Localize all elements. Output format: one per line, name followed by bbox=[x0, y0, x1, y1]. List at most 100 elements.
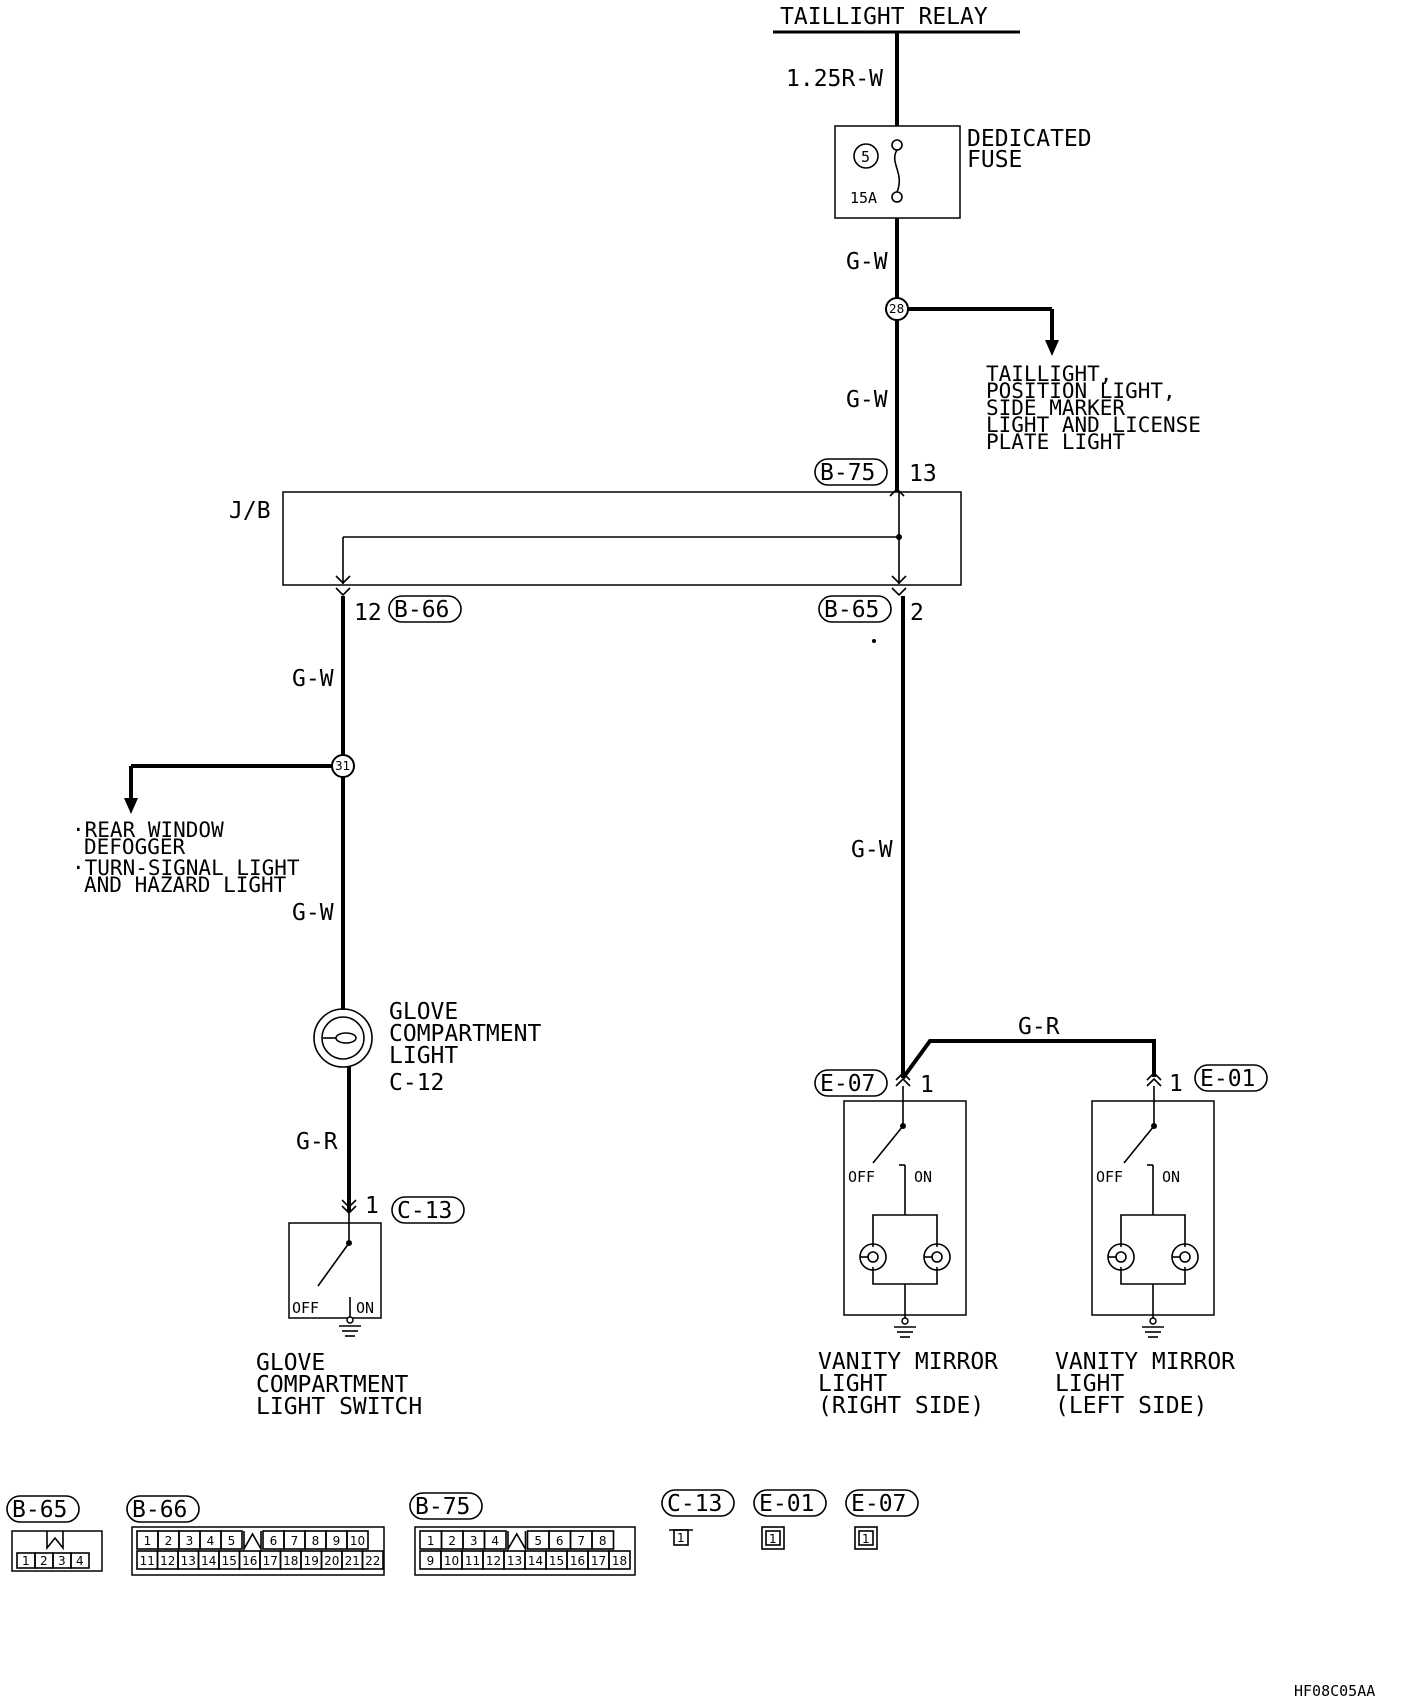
connector-tag-b65-label: B-65 bbox=[824, 597, 879, 623]
fuse-terminal-top bbox=[891, 139, 903, 151]
glove-switch-on: ON bbox=[356, 1299, 374, 1317]
pin-e07-chevron-2 bbox=[895, 1077, 911, 1087]
pin-e01-chevron-2 bbox=[1146, 1077, 1162, 1087]
jb-label: J/B bbox=[229, 498, 271, 524]
legend-c13-pin: 1 bbox=[677, 1531, 685, 1545]
mirror-right-line3: (RIGHT SIDE) bbox=[818, 1393, 984, 1419]
legend-b65-housing bbox=[11, 1530, 103, 1572]
legend-tag-b65 bbox=[6, 1495, 80, 1523]
legend-pin-number: 20 bbox=[324, 1554, 339, 1568]
wire-label-g-r-2: G-R bbox=[1018, 1014, 1060, 1040]
wire-label-g-w-3: G-W bbox=[292, 666, 334, 692]
pin-13-chevron bbox=[889, 487, 905, 497]
left-mirror-off: OFF bbox=[1096, 1168, 1123, 1186]
legend-b65-pin: 4 bbox=[76, 1554, 84, 1568]
legend-tag-c13 bbox=[661, 1489, 735, 1517]
legend-pin-number: 5 bbox=[534, 1534, 542, 1548]
legend-b65-pin: 3 bbox=[58, 1554, 66, 1568]
taillight-branch-line2: POSITION LIGHT, bbox=[986, 379, 1176, 403]
glove-switch-line3: LIGHT SWITCH bbox=[256, 1394, 422, 1420]
taillight-branch-line5: PLATE LIGHT bbox=[986, 430, 1125, 454]
junction-31 bbox=[331, 754, 355, 778]
connector-tag-b65 bbox=[818, 595, 892, 623]
fuse-label-line2: FUSE bbox=[967, 147, 1022, 173]
legend-pin-number: 16 bbox=[570, 1554, 585, 1568]
pin-2-chevron bbox=[891, 587, 907, 597]
glove-light-line3: LIGHT bbox=[389, 1043, 458, 1069]
glove-light-bulb bbox=[313, 1008, 373, 1068]
legend-pin-number: 11 bbox=[465, 1554, 480, 1568]
mirror-left-line1: VANITY MIRROR bbox=[1055, 1349, 1235, 1375]
legend-pin-number: 22 bbox=[365, 1554, 380, 1568]
legend-b66-housing bbox=[131, 1526, 385, 1576]
taillight-branch-line3: SIDE MARKER bbox=[986, 396, 1125, 420]
legend-b65-pin: 2 bbox=[40, 1554, 48, 1568]
glove-light-line1: GLOVE bbox=[389, 999, 458, 1025]
connector-tag-c13-label: C-13 bbox=[397, 1198, 452, 1224]
legend-pin-number: 13 bbox=[181, 1554, 196, 1568]
taillight-relay-label: TAILLIGHT RELAY bbox=[780, 4, 988, 30]
glove-switch-line2: COMPARTMENT bbox=[256, 1372, 408, 1398]
legend-tag-b75 bbox=[409, 1492, 483, 1520]
connector-tag-e07 bbox=[814, 1069, 888, 1097]
legend-pin-number: 11 bbox=[140, 1554, 155, 1568]
legend-connector-key bbox=[243, 1531, 262, 1553]
pin-12-chevron-top bbox=[335, 575, 351, 585]
arrow-left-branch bbox=[124, 798, 138, 814]
legend-tag-e01 bbox=[753, 1489, 827, 1517]
glove-switch-box bbox=[288, 1222, 382, 1319]
pin-2-label: 2 bbox=[910, 600, 924, 626]
pin-13-label: 13 bbox=[909, 461, 937, 487]
right-mirror-on: ON bbox=[914, 1168, 932, 1186]
legend-e07-connector-icon: 1 bbox=[854, 1526, 878, 1550]
legend-pin-number: 17 bbox=[263, 1554, 278, 1568]
legend-pin-number: 18 bbox=[283, 1554, 298, 1568]
glove-switch-blade bbox=[317, 1242, 350, 1287]
pin-c13-chevron-1 bbox=[341, 1199, 357, 1209]
left-branch-line1: ·REAR WINDOW bbox=[72, 818, 224, 842]
connector-tag-b66-label: B-66 bbox=[394, 597, 449, 623]
legend-pin-number: 10 bbox=[350, 1534, 365, 1548]
legend-pin-number: 17 bbox=[591, 1554, 606, 1568]
glove-switch-off: OFF bbox=[292, 1299, 319, 1317]
legend-tag-e07-label: E-07 bbox=[851, 1491, 906, 1517]
pin-12-chevron bbox=[335, 587, 351, 597]
legend-pin-number: 4 bbox=[207, 1534, 215, 1548]
mirror-left-line2: LIGHT bbox=[1055, 1371, 1124, 1397]
legend-pin-number: 18 bbox=[612, 1554, 627, 1568]
legend-pin-number: 5 bbox=[228, 1534, 236, 1548]
legend-b65-pins: 1 2 3 4 bbox=[16, 1552, 90, 1569]
legend-pin-number: 16 bbox=[242, 1554, 257, 1568]
wire-label-g-w-2: G-W bbox=[846, 387, 888, 413]
legend-pin-number: 8 bbox=[599, 1534, 607, 1548]
taillight-branch-line1: TAILLIGHT, bbox=[986, 362, 1112, 386]
legend-pin-number: 6 bbox=[556, 1534, 564, 1548]
taillight-branch-line4: LIGHT AND LICENSE bbox=[986, 413, 1201, 437]
connector-tag-e01-label: E-01 bbox=[1200, 1066, 1255, 1092]
glove-light-filament bbox=[335, 1032, 357, 1044]
wire-mirror-crossover bbox=[901, 1039, 1156, 1080]
legend-pin-number: 14 bbox=[201, 1554, 216, 1568]
legend-pin-cell bbox=[346, 1530, 369, 1550]
legend-b65-key bbox=[46, 1531, 64, 1551]
legend-connector-key bbox=[507, 1531, 527, 1552]
connector-tag-c13 bbox=[391, 1196, 465, 1224]
legend-pin-cell bbox=[591, 1530, 615, 1550]
right-mirror-bottom-bus bbox=[872, 1267, 938, 1285]
legend-pin-number: 4 bbox=[491, 1534, 499, 1548]
legend-pin-number: 14 bbox=[528, 1554, 543, 1568]
stray-dot bbox=[872, 639, 876, 643]
wire-label-1-25r-w: 1.25R-W bbox=[786, 66, 883, 92]
mirror-right-line2: LIGHT bbox=[818, 1371, 887, 1397]
legend-tag-c13-label: C-13 bbox=[667, 1491, 722, 1517]
legend-pin-number: 1 bbox=[144, 1534, 152, 1548]
legend-pin-number: 19 bbox=[304, 1554, 319, 1568]
connector-tag-b75 bbox=[814, 458, 888, 486]
left-branch-line3: ·TURN-SIGNAL LIGHT bbox=[72, 856, 300, 880]
legend-pin-number: 10 bbox=[444, 1554, 459, 1568]
connector-tag-e01 bbox=[1194, 1064, 1268, 1092]
legend-pin-cell bbox=[608, 1550, 631, 1570]
left-branch-line2: DEFOGGER bbox=[84, 835, 186, 859]
legend-e01-connector-icon: 1 bbox=[761, 1526, 785, 1550]
